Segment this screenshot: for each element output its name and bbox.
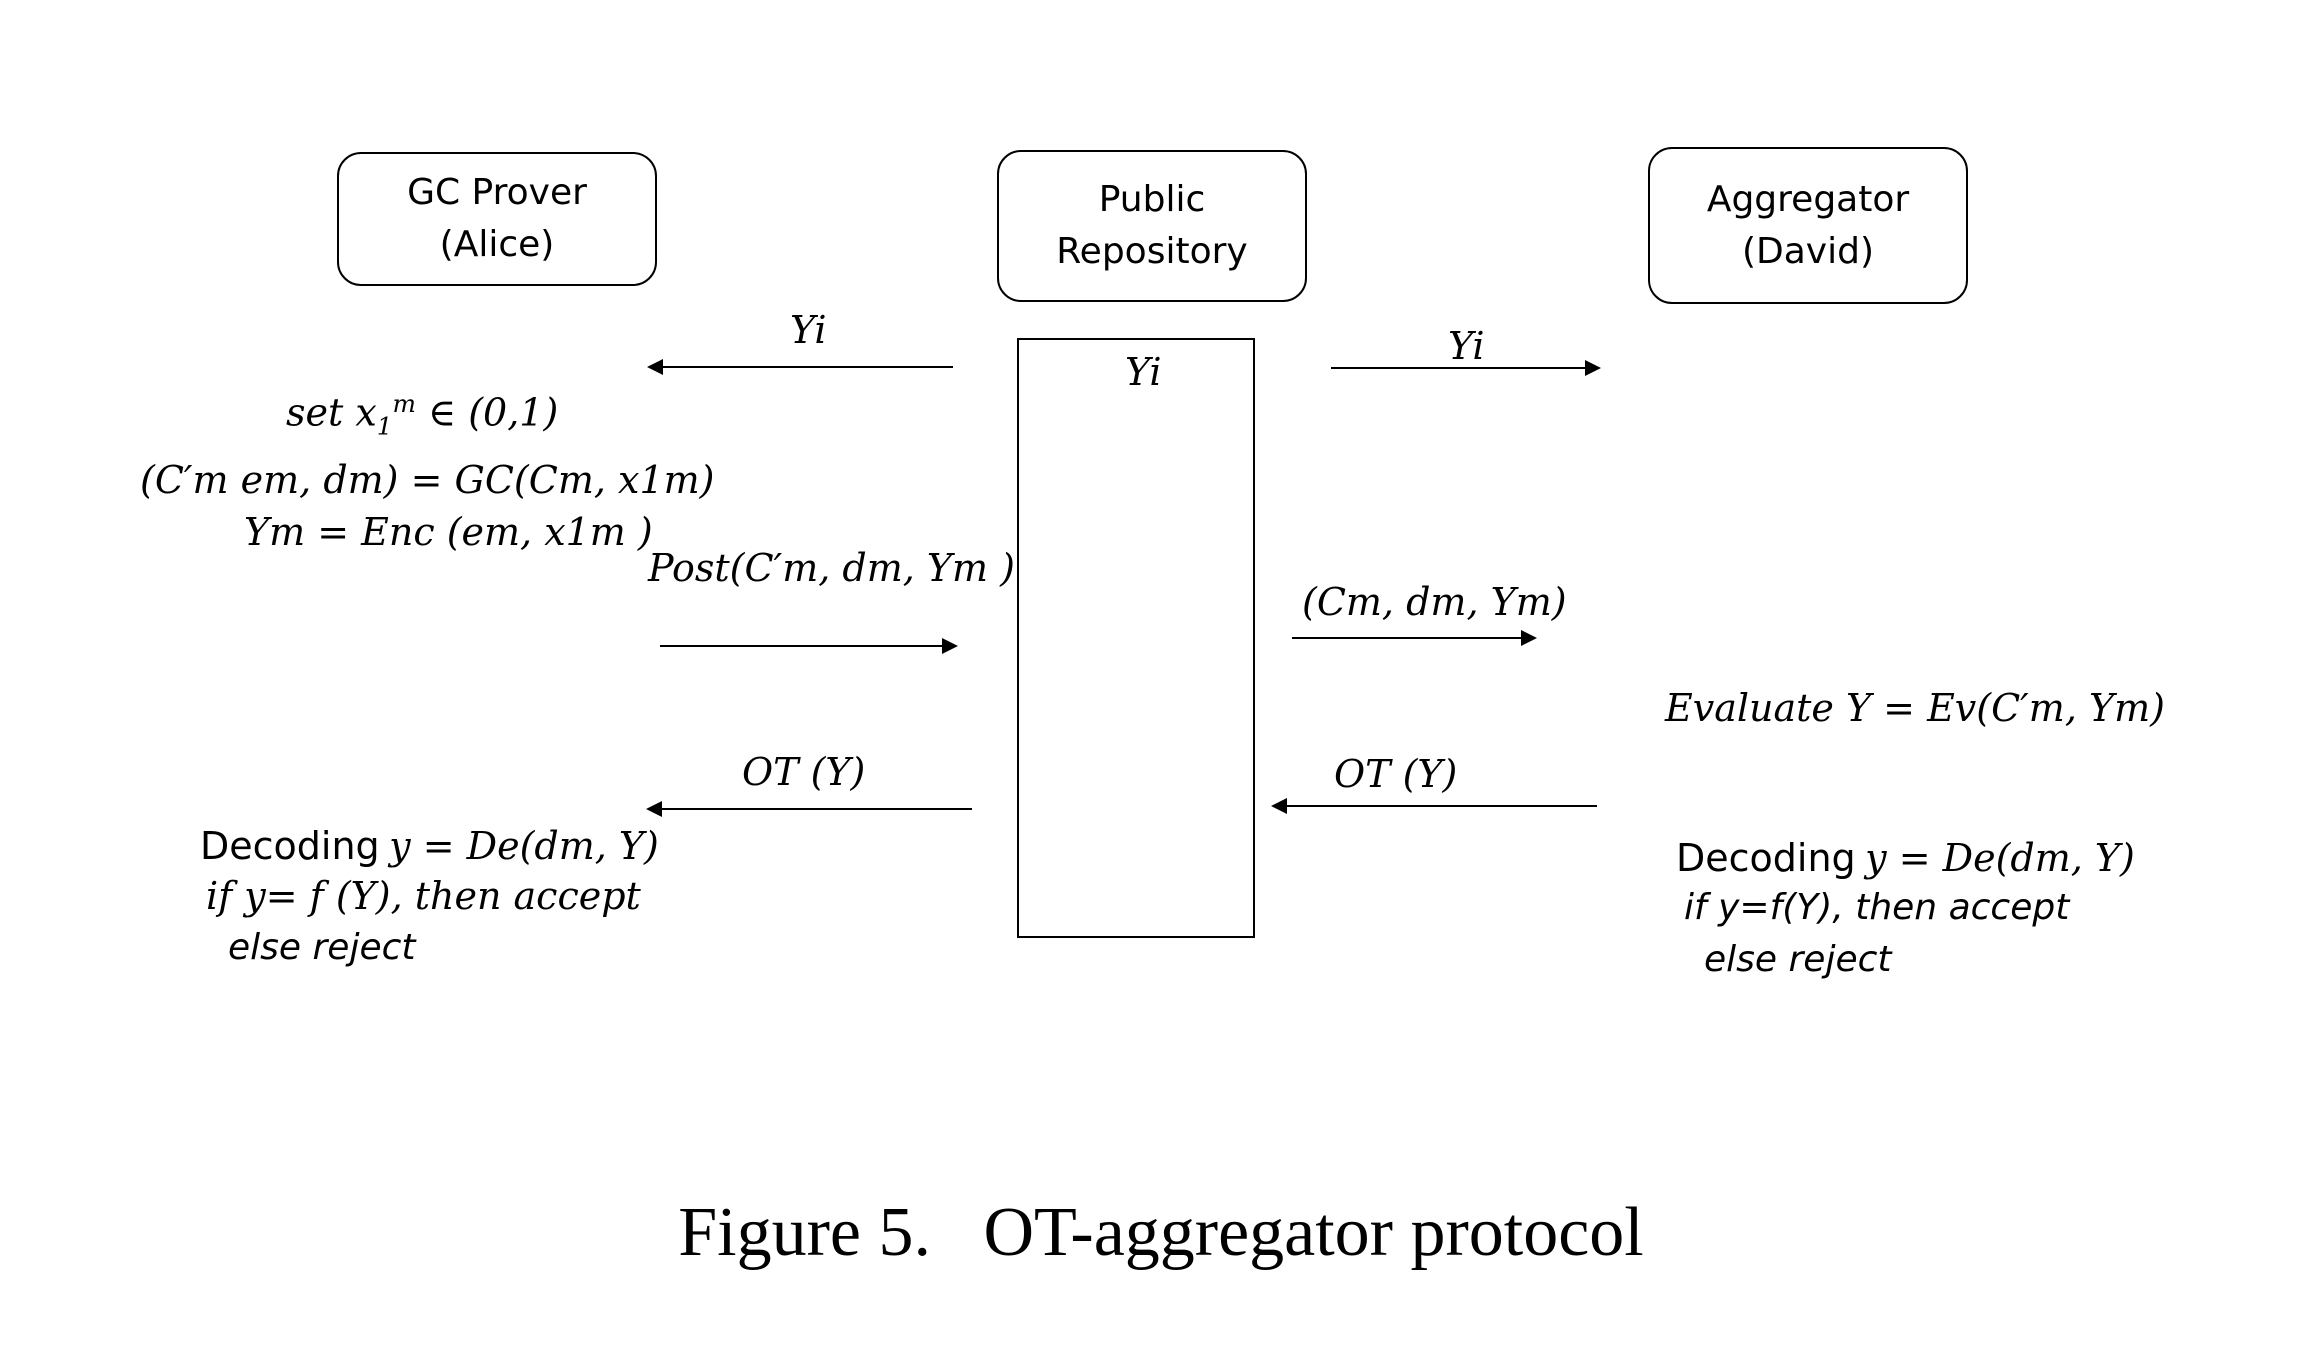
- party-box-aggregator: Aggregator (David): [1648, 147, 1968, 304]
- arrow-yi-to-aggregator: [1331, 360, 1601, 376]
- party-prover-alias: (Alice): [439, 224, 555, 265]
- message-ot-prover: OT (Y): [742, 750, 866, 794]
- party-box-prover: GC Prover (Alice): [337, 152, 657, 286]
- message-yi-to-aggregator: Yi: [1448, 324, 1485, 368]
- party-aggregator-name: Aggregator: [1706, 178, 1910, 220]
- aggregator-decoding: Decoding y = De(dm, Y): [1676, 836, 2135, 880]
- party-box-repository: Public Repository: [997, 150, 1307, 302]
- arrow-yi-to-prover: [647, 359, 953, 375]
- prover-garble-equation: (C′m em, dm) = GC(Cm, x1m): [140, 458, 715, 502]
- party-aggregator-alias: (David): [1741, 230, 1875, 272]
- prover-reject-condition: else reject: [228, 927, 416, 968]
- repository-storage-box: [1017, 338, 1255, 938]
- prover-set-input: set x1m ∈ (0,1): [286, 389, 559, 441]
- arrow-tuple-to-aggregator: [1292, 630, 1537, 646]
- aggregator-accept-condition: if y=f(Y), then accept: [1684, 887, 2070, 928]
- aggregator-reject-condition: else reject: [1704, 939, 1892, 980]
- repository-storage-label: Yi: [1125, 350, 1162, 394]
- prover-decoding: Decoding y = De(dm, Y): [200, 824, 659, 868]
- party-repository-line1: Public: [1098, 179, 1206, 220]
- message-ot-aggregator: OT (Y): [1334, 752, 1458, 796]
- figure-caption: Figure 5. OT-aggregator protocol: [678, 1194, 1644, 1271]
- party-prover-name: GC Prover: [407, 172, 587, 213]
- arrow-ot-to-prover: [646, 801, 972, 817]
- arrow-post-to-repository: [660, 638, 958, 654]
- message-yi-to-prover: Yi: [790, 308, 827, 352]
- message-tuple-to-aggregator: (Cm, dm, Ym): [1302, 580, 1567, 624]
- arrow-ot-to-repository: [1271, 798, 1597, 814]
- party-repository-line2: Repository: [1056, 231, 1248, 272]
- prover-accept-condition: if y= f (Y), then accept: [206, 874, 641, 918]
- aggregator-evaluate: Evaluate Y = Ev(C′m, Ym): [1665, 686, 2165, 730]
- message-post: Post(C′m, dm, Ym ): [648, 546, 1015, 590]
- prover-encode-equation: Ym = Enc (em, x1m ): [244, 510, 653, 554]
